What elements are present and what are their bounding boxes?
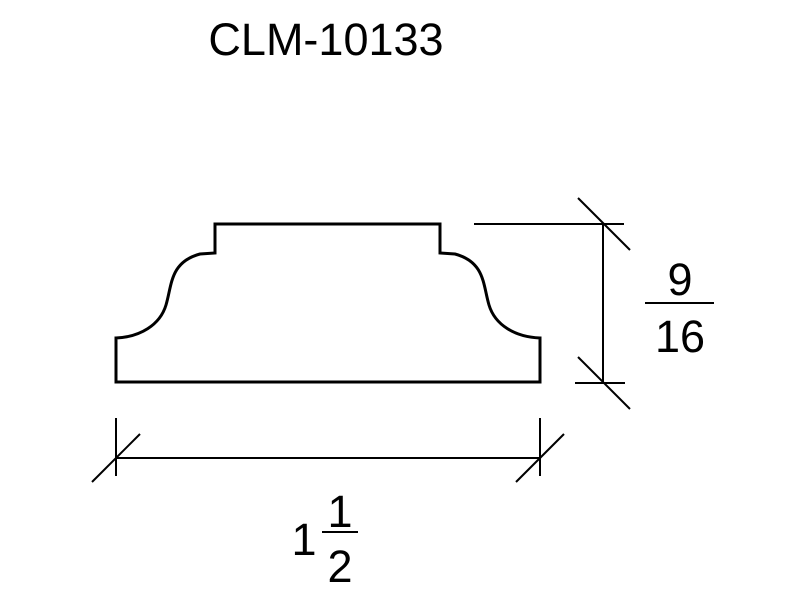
width-denominator: 2 xyxy=(327,541,352,592)
width-dimension xyxy=(91,418,565,483)
tick-mark-right xyxy=(515,433,565,483)
height-numerator: 9 xyxy=(667,254,692,305)
tick-mark-left xyxy=(91,433,141,483)
width-whole: 1 xyxy=(291,514,316,565)
molding-profile xyxy=(114,222,542,384)
drawing-title: CLM-10133 xyxy=(208,14,443,65)
width-numerator: 1 xyxy=(327,486,352,537)
tick-mark-top xyxy=(577,197,631,251)
height-denominator: 16 xyxy=(655,311,705,362)
tick-mark-bottom xyxy=(577,356,631,410)
height-dimension xyxy=(474,197,631,410)
